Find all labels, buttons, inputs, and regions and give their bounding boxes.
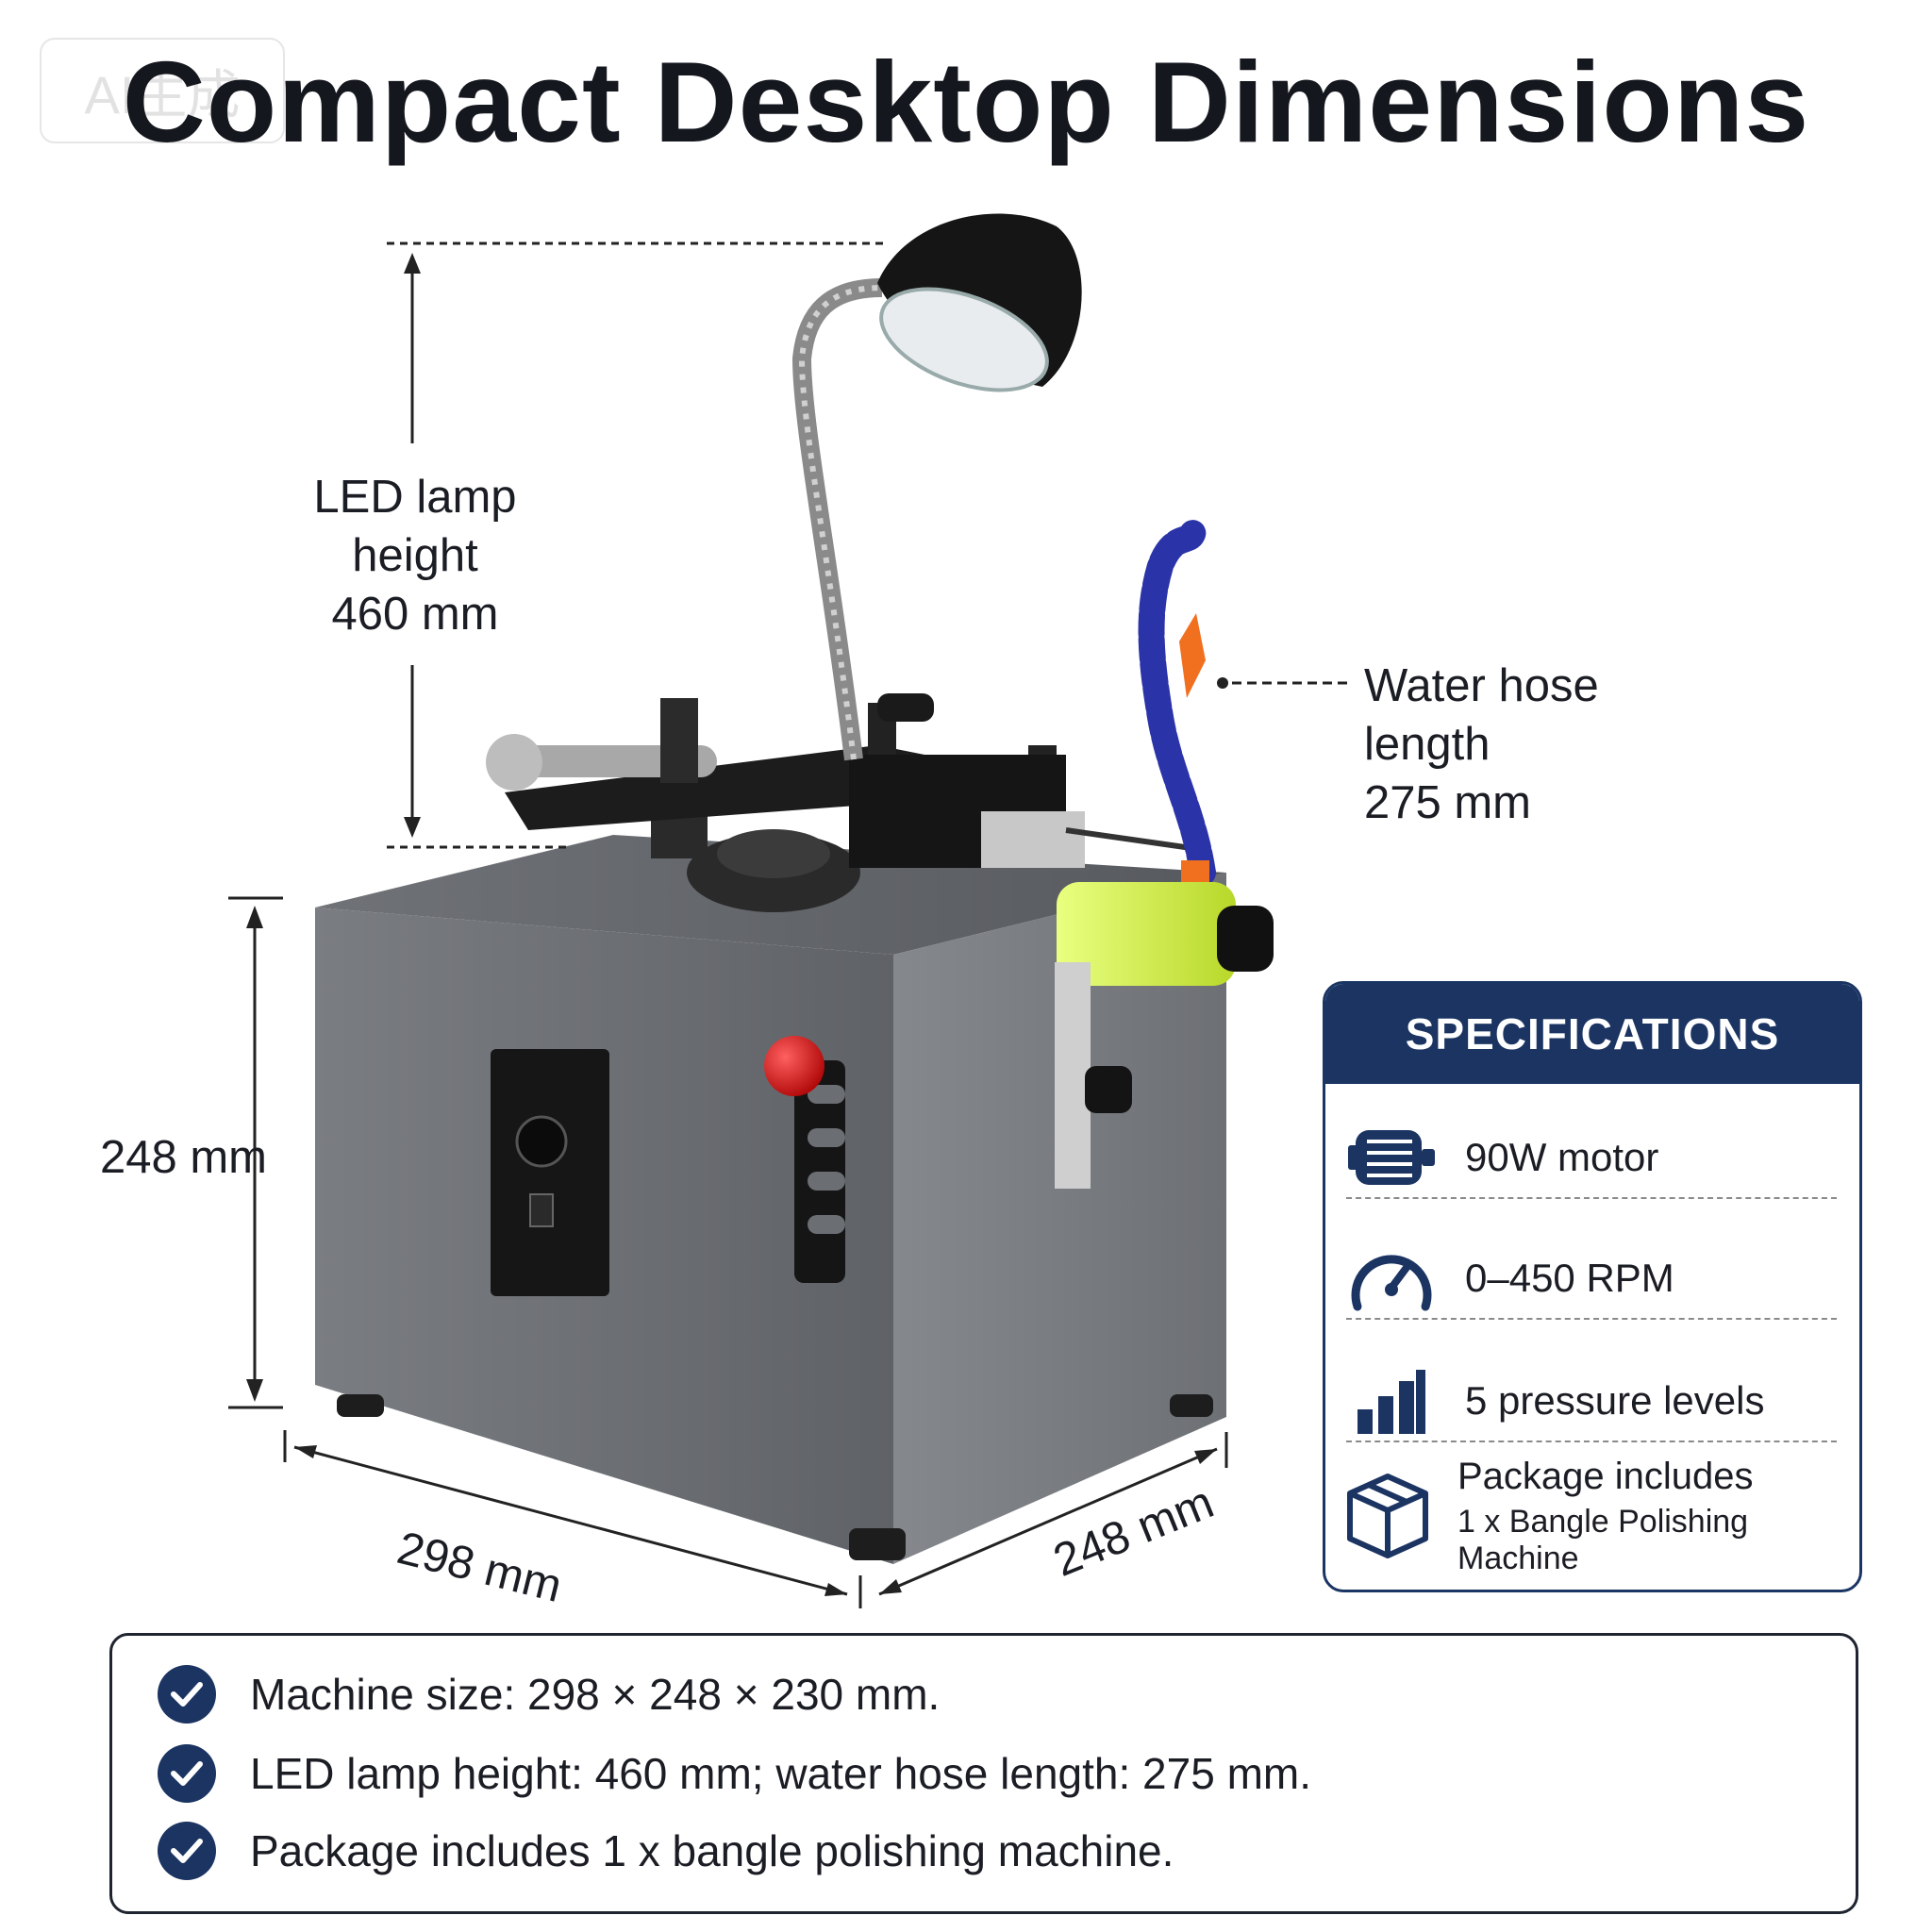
polishing-arm [486, 693, 1199, 912]
coolant-bottle [1055, 882, 1274, 1189]
list-item: LED lamp height: 460 mm; water hose leng… [158, 1736, 1311, 1811]
spec-item-pressure: 5 pressure levels [1344, 1341, 1835, 1461]
checkmark-icon [158, 1665, 216, 1724]
specifications-card: SPECIFICATIONS 90W motor 0–450 RPM [1323, 981, 1862, 1592]
page-title: Compact Desktop Dimensions [122, 38, 1810, 166]
speedometer-icon [1344, 1231, 1439, 1325]
list-item: Package includes 1 x bangle polishing ma… [158, 1813, 1174, 1889]
speed-control-panel [491, 1049, 609, 1296]
checkmark-icon [158, 1822, 216, 1880]
water-hose [1138, 515, 1216, 889]
features-box: Machine size: 298 × 248 × 230 mm. LED la… [109, 1633, 1858, 1914]
spec-item-motor: 90W motor [1344, 1097, 1835, 1218]
spec-item-package: Package includes 1 x Bangle Polishing Ma… [1344, 1456, 1835, 1576]
height-label: 248 mm [100, 1132, 268, 1183]
water-hose-label: Water hose length 275 mm [1364, 660, 1599, 828]
lamp-height-label: LED lamp height 460 mm [313, 472, 517, 640]
box-icon [1344, 1469, 1431, 1563]
spec-divider [1346, 1197, 1837, 1199]
spec-divider [1346, 1441, 1837, 1442]
ai-generated-watermark: AI生成 [40, 38, 285, 143]
list-item: Machine size: 298 × 248 × 230 mm. [158, 1657, 940, 1732]
spec-item-speed: 0–450 RPM [1344, 1218, 1835, 1339]
checkmark-icon [158, 1744, 216, 1803]
led-lamp [791, 213, 1082, 761]
motor-icon [1344, 1110, 1439, 1205]
bar-chart-icon [1344, 1354, 1439, 1448]
spec-divider [1346, 1318, 1837, 1320]
specifications-heading: SPECIFICATIONS [1325, 984, 1859, 1084]
pressure-lever [764, 1036, 845, 1283]
dimension-lines [228, 242, 1347, 1608]
